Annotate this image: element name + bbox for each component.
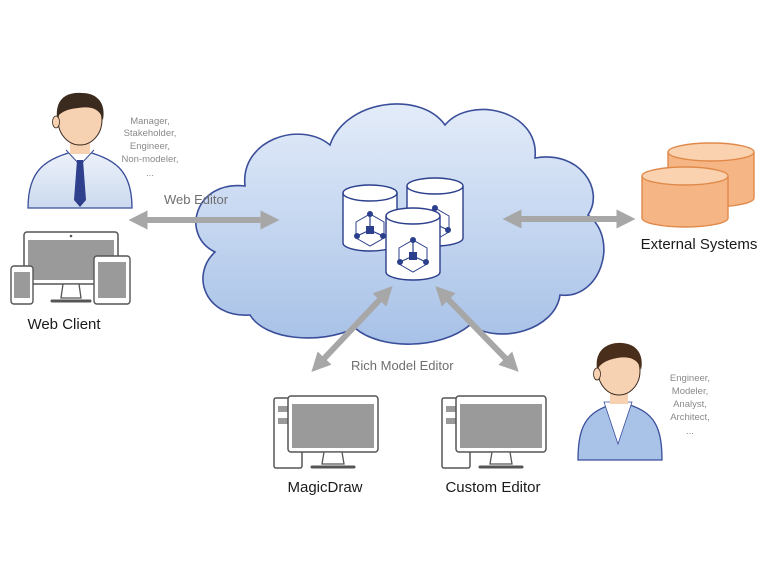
web-client-label: Web Client (27, 316, 101, 333)
right-roles: Engineer, Modeler, Analyst, Architect, .… (670, 373, 710, 437)
user-icon (577, 342, 663, 461)
database-icon (641, 166, 729, 228)
left-role-item: Stakeholder, (124, 128, 177, 139)
left-role-item: Non-modeler, (121, 154, 178, 165)
left-role-item: Engineer, (130, 141, 170, 152)
monitor-icon (287, 395, 379, 469)
phone-icon (10, 265, 34, 305)
left-role-item: Manager, (130, 116, 170, 127)
magicdraw-label: MagicDraw (287, 479, 362, 496)
right-role-item: Analyst, (673, 399, 707, 410)
left-role-item: ... (146, 168, 154, 179)
tablet-icon (93, 255, 131, 305)
rich-model-editor-label: Rich Model Editor (351, 358, 454, 373)
right-role-item: ... (686, 426, 694, 437)
right-role-item: Engineer, (670, 373, 710, 384)
database-icon (385, 207, 441, 281)
magicdraw-arrow (311, 286, 393, 372)
web-editor-label: Web Editor (164, 192, 229, 207)
database-icon (342, 184, 398, 252)
right-role-item: Architect, (670, 412, 710, 423)
external-systems-label: External Systems (641, 236, 758, 253)
user-icon (27, 92, 133, 209)
right-role-item: Modeler, (672, 386, 708, 397)
monitor-icon (455, 395, 547, 469)
left-roles: Manager, Stakeholder, Engineer, Non-mode… (121, 116, 178, 179)
custom-editor-label: Custom Editor (445, 479, 540, 496)
custom-editor-arrow (435, 286, 519, 372)
